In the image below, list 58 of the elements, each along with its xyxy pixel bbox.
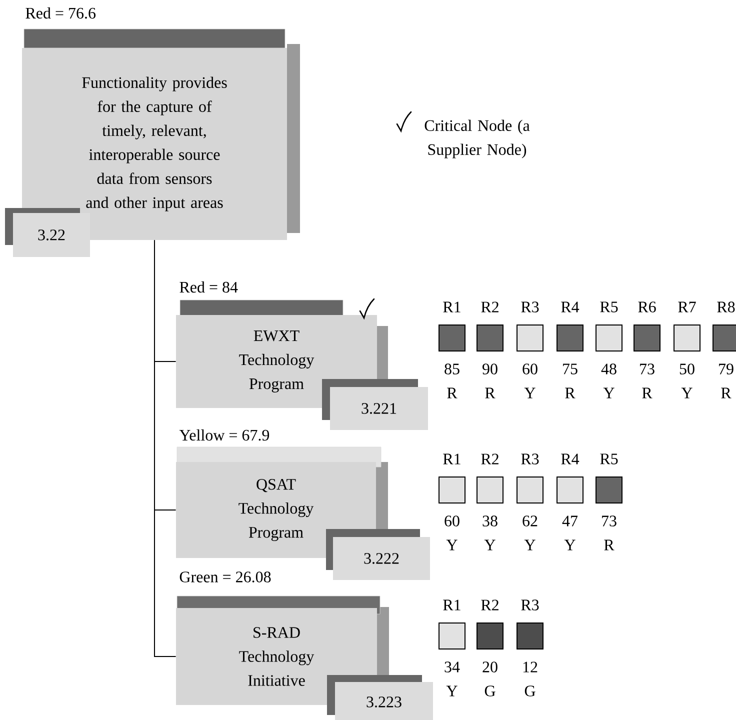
column-heading: R2: [481, 302, 498, 312]
score-value: 38: [482, 516, 498, 526]
score-value: 73: [602, 516, 616, 526]
number-tag: 3.222: [326, 529, 430, 580]
score-value: 47: [562, 516, 578, 526]
status-letter: R: [642, 388, 652, 398]
node-label: Green = 26.08: [180, 572, 271, 582]
column-heading: R3: [521, 302, 539, 312]
score-value: 12: [523, 662, 538, 672]
status-letter: Y: [524, 388, 536, 398]
node-label: Yellow = 67.9: [179, 429, 270, 441]
status-letter: Y: [484, 540, 496, 550]
status-letter: Y: [524, 540, 536, 550]
status-letter: G: [524, 686, 536, 696]
status-letter: Y: [564, 540, 576, 550]
column-heading: R4: [561, 302, 580, 312]
score-value: 85: [444, 364, 460, 374]
legend-text: Critical Node (a Supplier Node): [424, 120, 530, 158]
column-heading: R6: [638, 302, 656, 312]
status-letter: R: [565, 388, 576, 398]
score-value: 75: [563, 364, 578, 374]
score-value: 90: [482, 364, 498, 374]
score-value: 62: [522, 516, 538, 526]
column-heading: R3: [521, 600, 539, 610]
number-tag: 3.221: [322, 379, 428, 430]
status-letter: R: [604, 540, 614, 550]
status-letter: Y: [603, 388, 614, 398]
connector-line: [154, 240, 176, 657]
column-heading: R2: [481, 454, 498, 464]
score-value: 73: [640, 364, 654, 374]
score-value: 20: [482, 662, 498, 672]
column-heading: R1: [443, 600, 460, 610]
status-letter: R: [721, 388, 732, 398]
score-value: 60: [522, 364, 538, 374]
status-letter: Y: [681, 388, 692, 398]
column-heading: R7: [678, 302, 696, 312]
status-letter: Y: [446, 686, 458, 696]
score-value: 48: [601, 364, 616, 374]
status-letter: R: [485, 388, 496, 398]
column-heading: R4: [561, 454, 580, 464]
column-heading: R5: [600, 302, 618, 312]
number-tag: 3.22: [5, 208, 90, 257]
column-heading: R1: [443, 454, 460, 464]
column-heading: R2: [481, 600, 498, 610]
column-heading: R3: [521, 454, 539, 464]
score-value: 34: [444, 662, 460, 672]
column-heading: R8: [717, 302, 735, 312]
score-value: 79: [719, 364, 734, 374]
node-label: Red = 84: [180, 281, 238, 293]
status-letter: G: [484, 686, 496, 696]
score-value: 50: [680, 364, 694, 374]
status-letter: R: [447, 388, 458, 398]
number-tag: 3.223: [327, 675, 433, 720]
score-value: 60: [444, 516, 460, 526]
column-heading: R5: [600, 454, 618, 464]
node-label: Red = 76.6: [26, 7, 96, 19]
status-letter: Y: [446, 540, 458, 550]
column-heading: R1: [443, 302, 460, 312]
